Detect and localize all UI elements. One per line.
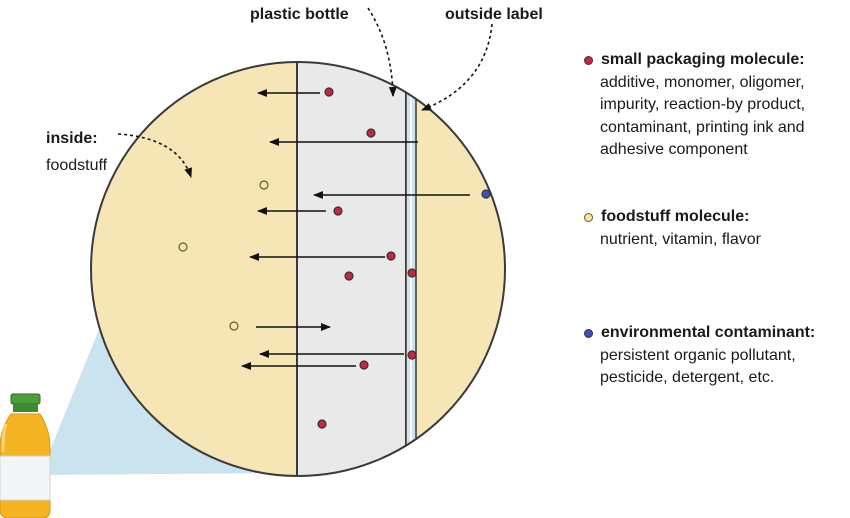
legend-foodstuff-line: nutrient, vitamin, flavor bbox=[600, 230, 761, 248]
legend-packaging-line: impurity, reaction-by product, bbox=[600, 96, 806, 113]
foodstuff-molecule-icon bbox=[584, 212, 593, 222]
pointer-arrows bbox=[117, 7, 493, 178]
legend-foodstuff-title: foodstuff molecule: bbox=[601, 208, 750, 225]
legend-environmental: environmental contaminant: persistent or… bbox=[582, 322, 850, 390]
molecules bbox=[178, 87, 491, 429]
environmental-molecule-icon bbox=[584, 328, 593, 338]
bottle-icon bbox=[0, 393, 51, 518]
packaging-molecule bbox=[333, 206, 343, 216]
legend-foodstuff: foodstuff molecule: nutrient, vitamin, f… bbox=[582, 206, 850, 251]
foodstuff-molecule bbox=[178, 242, 188, 252]
plastic-bottle-label: plastic bottle bbox=[250, 6, 349, 23]
packaging-molecule bbox=[317, 419, 327, 429]
inside-label: inside: bbox=[46, 130, 98, 147]
packaging-molecule bbox=[386, 251, 396, 261]
packaging-molecule bbox=[407, 350, 417, 360]
legend-environmental-line: pesticide, detergent, etc. bbox=[600, 369, 775, 386]
packaging-molecule-icon bbox=[584, 55, 593, 65]
environmental-molecule bbox=[481, 189, 491, 199]
legend-packaging-line: adhesive component bbox=[600, 141, 748, 158]
inside-pointer bbox=[117, 133, 192, 178]
legend-packaging-line: additive, monomer, oligomer, bbox=[600, 73, 805, 91]
magnified-view bbox=[90, 61, 506, 477]
legend-packaging-title: small packaging molecule: bbox=[601, 51, 805, 68]
legend-environmental-title: environmental contaminant: bbox=[601, 324, 816, 341]
foodstuff-molecule bbox=[259, 180, 269, 190]
outside-label-pointer bbox=[421, 23, 493, 111]
foodstuff-molecule bbox=[229, 321, 239, 331]
packaging-molecule bbox=[366, 128, 376, 138]
packaging-molecule bbox=[344, 271, 354, 281]
packaging-molecule bbox=[359, 360, 369, 370]
plastic-bottle-pointer bbox=[367, 7, 397, 97]
legend-environmental-line: persistent organic pollutant, bbox=[600, 346, 796, 364]
migration-arrows bbox=[241, 89, 470, 370]
packaging-molecule bbox=[324, 87, 334, 97]
foodstuff-label: foodstuff bbox=[46, 157, 108, 174]
outside-label-label: outside label bbox=[445, 6, 543, 23]
legend-packaging: small packaging molecule: additive, mono… bbox=[582, 49, 850, 162]
legend-packaging-line: contaminant, printing ink and bbox=[600, 118, 805, 136]
packaging-molecule bbox=[407, 268, 417, 278]
